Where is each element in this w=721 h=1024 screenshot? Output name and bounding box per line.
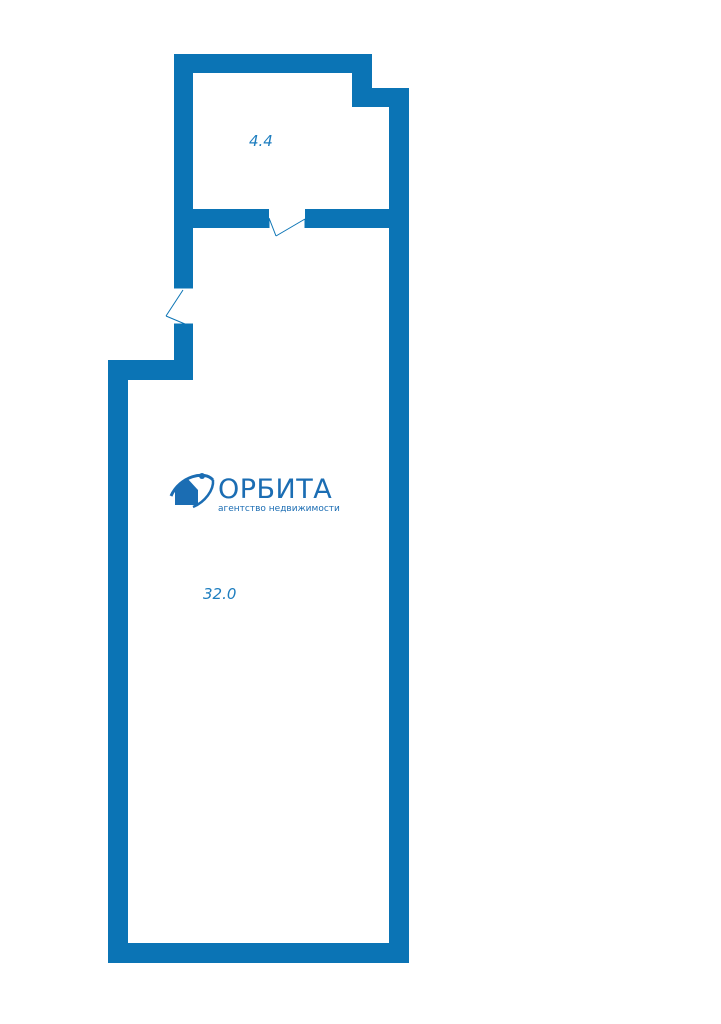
outer-wall bbox=[108, 54, 409, 963]
logo-tagline: агентство недвижимости bbox=[218, 504, 340, 514]
entrance-door bbox=[165, 289, 186, 325]
logo-name: ОРБИТА bbox=[218, 474, 332, 505]
small-room-area-label: 4.4 bbox=[249, 132, 273, 150]
left-door-opening bbox=[174, 288, 193, 324]
interior-door bbox=[268, 217, 306, 237]
partition-wall-left bbox=[193, 209, 269, 228]
house-orbit-icon bbox=[169, 473, 215, 509]
partition-wall-right bbox=[305, 209, 389, 228]
main-room-area-label: 32.0 bbox=[203, 585, 236, 603]
agency-logo: ОРБИТА агентство недвижимости bbox=[169, 473, 340, 514]
